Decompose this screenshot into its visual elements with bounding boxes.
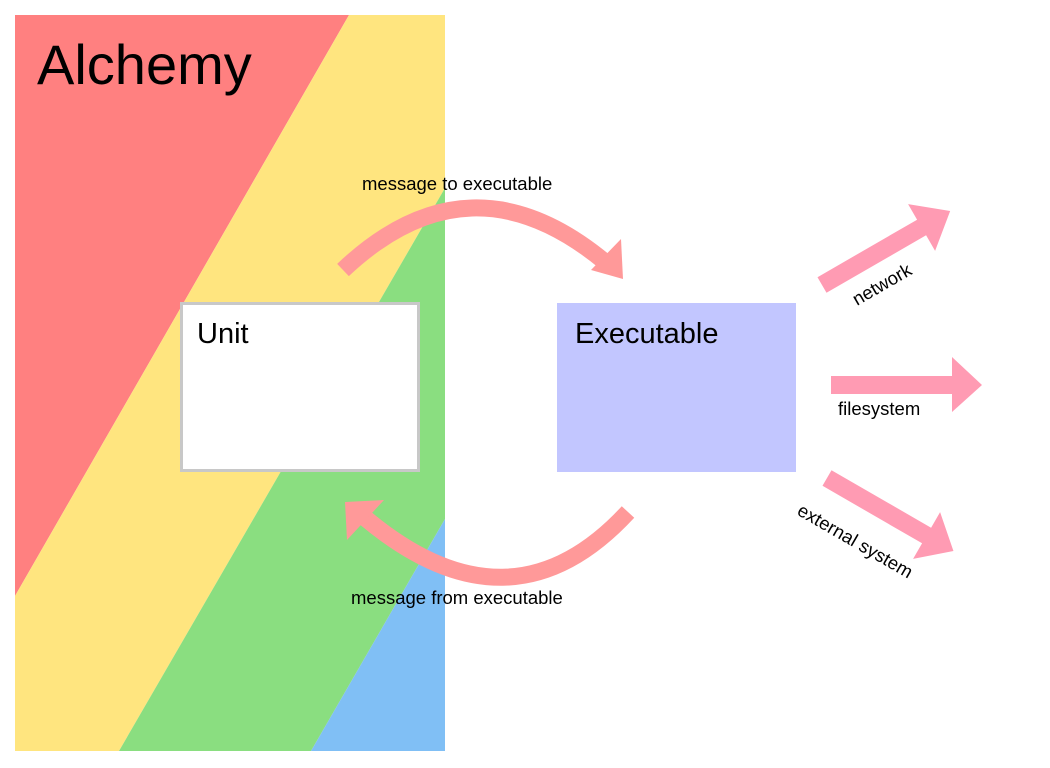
stripe-blue bbox=[311, 519, 445, 751]
unit-label: Unit bbox=[197, 318, 249, 350]
executable-node[interactable]: Executable bbox=[557, 303, 796, 472]
executable-label: Executable bbox=[575, 318, 719, 350]
arc-shaft-from-executable bbox=[358, 506, 635, 586]
label-message-from-executable: message from executable bbox=[351, 587, 563, 608]
unit-box[interactable] bbox=[180, 302, 420, 472]
arrow-network bbox=[817, 204, 951, 293]
label-filesystem: filesystem bbox=[838, 398, 920, 419]
network-arrow-shape bbox=[817, 204, 951, 293]
alchemy-title: Alchemy bbox=[37, 33, 252, 96]
label-message-to-executable: message to executable bbox=[362, 173, 552, 194]
arrowhead-from-executable-icon bbox=[345, 500, 384, 540]
arrow-from-executable bbox=[345, 500, 635, 586]
arrow-external-system bbox=[822, 470, 954, 559]
unit-node[interactable]: Unit bbox=[180, 302, 420, 472]
arrowhead-to-executable-icon bbox=[591, 239, 623, 279]
arrow-to-executable bbox=[337, 199, 623, 279]
arrow-filesystem bbox=[831, 357, 982, 412]
arc-shaft-to-executable bbox=[337, 199, 611, 277]
filesystem-arrow-shape bbox=[831, 357, 982, 412]
executable-box[interactable] bbox=[557, 303, 796, 472]
external-system-arrow-shape bbox=[822, 470, 954, 559]
